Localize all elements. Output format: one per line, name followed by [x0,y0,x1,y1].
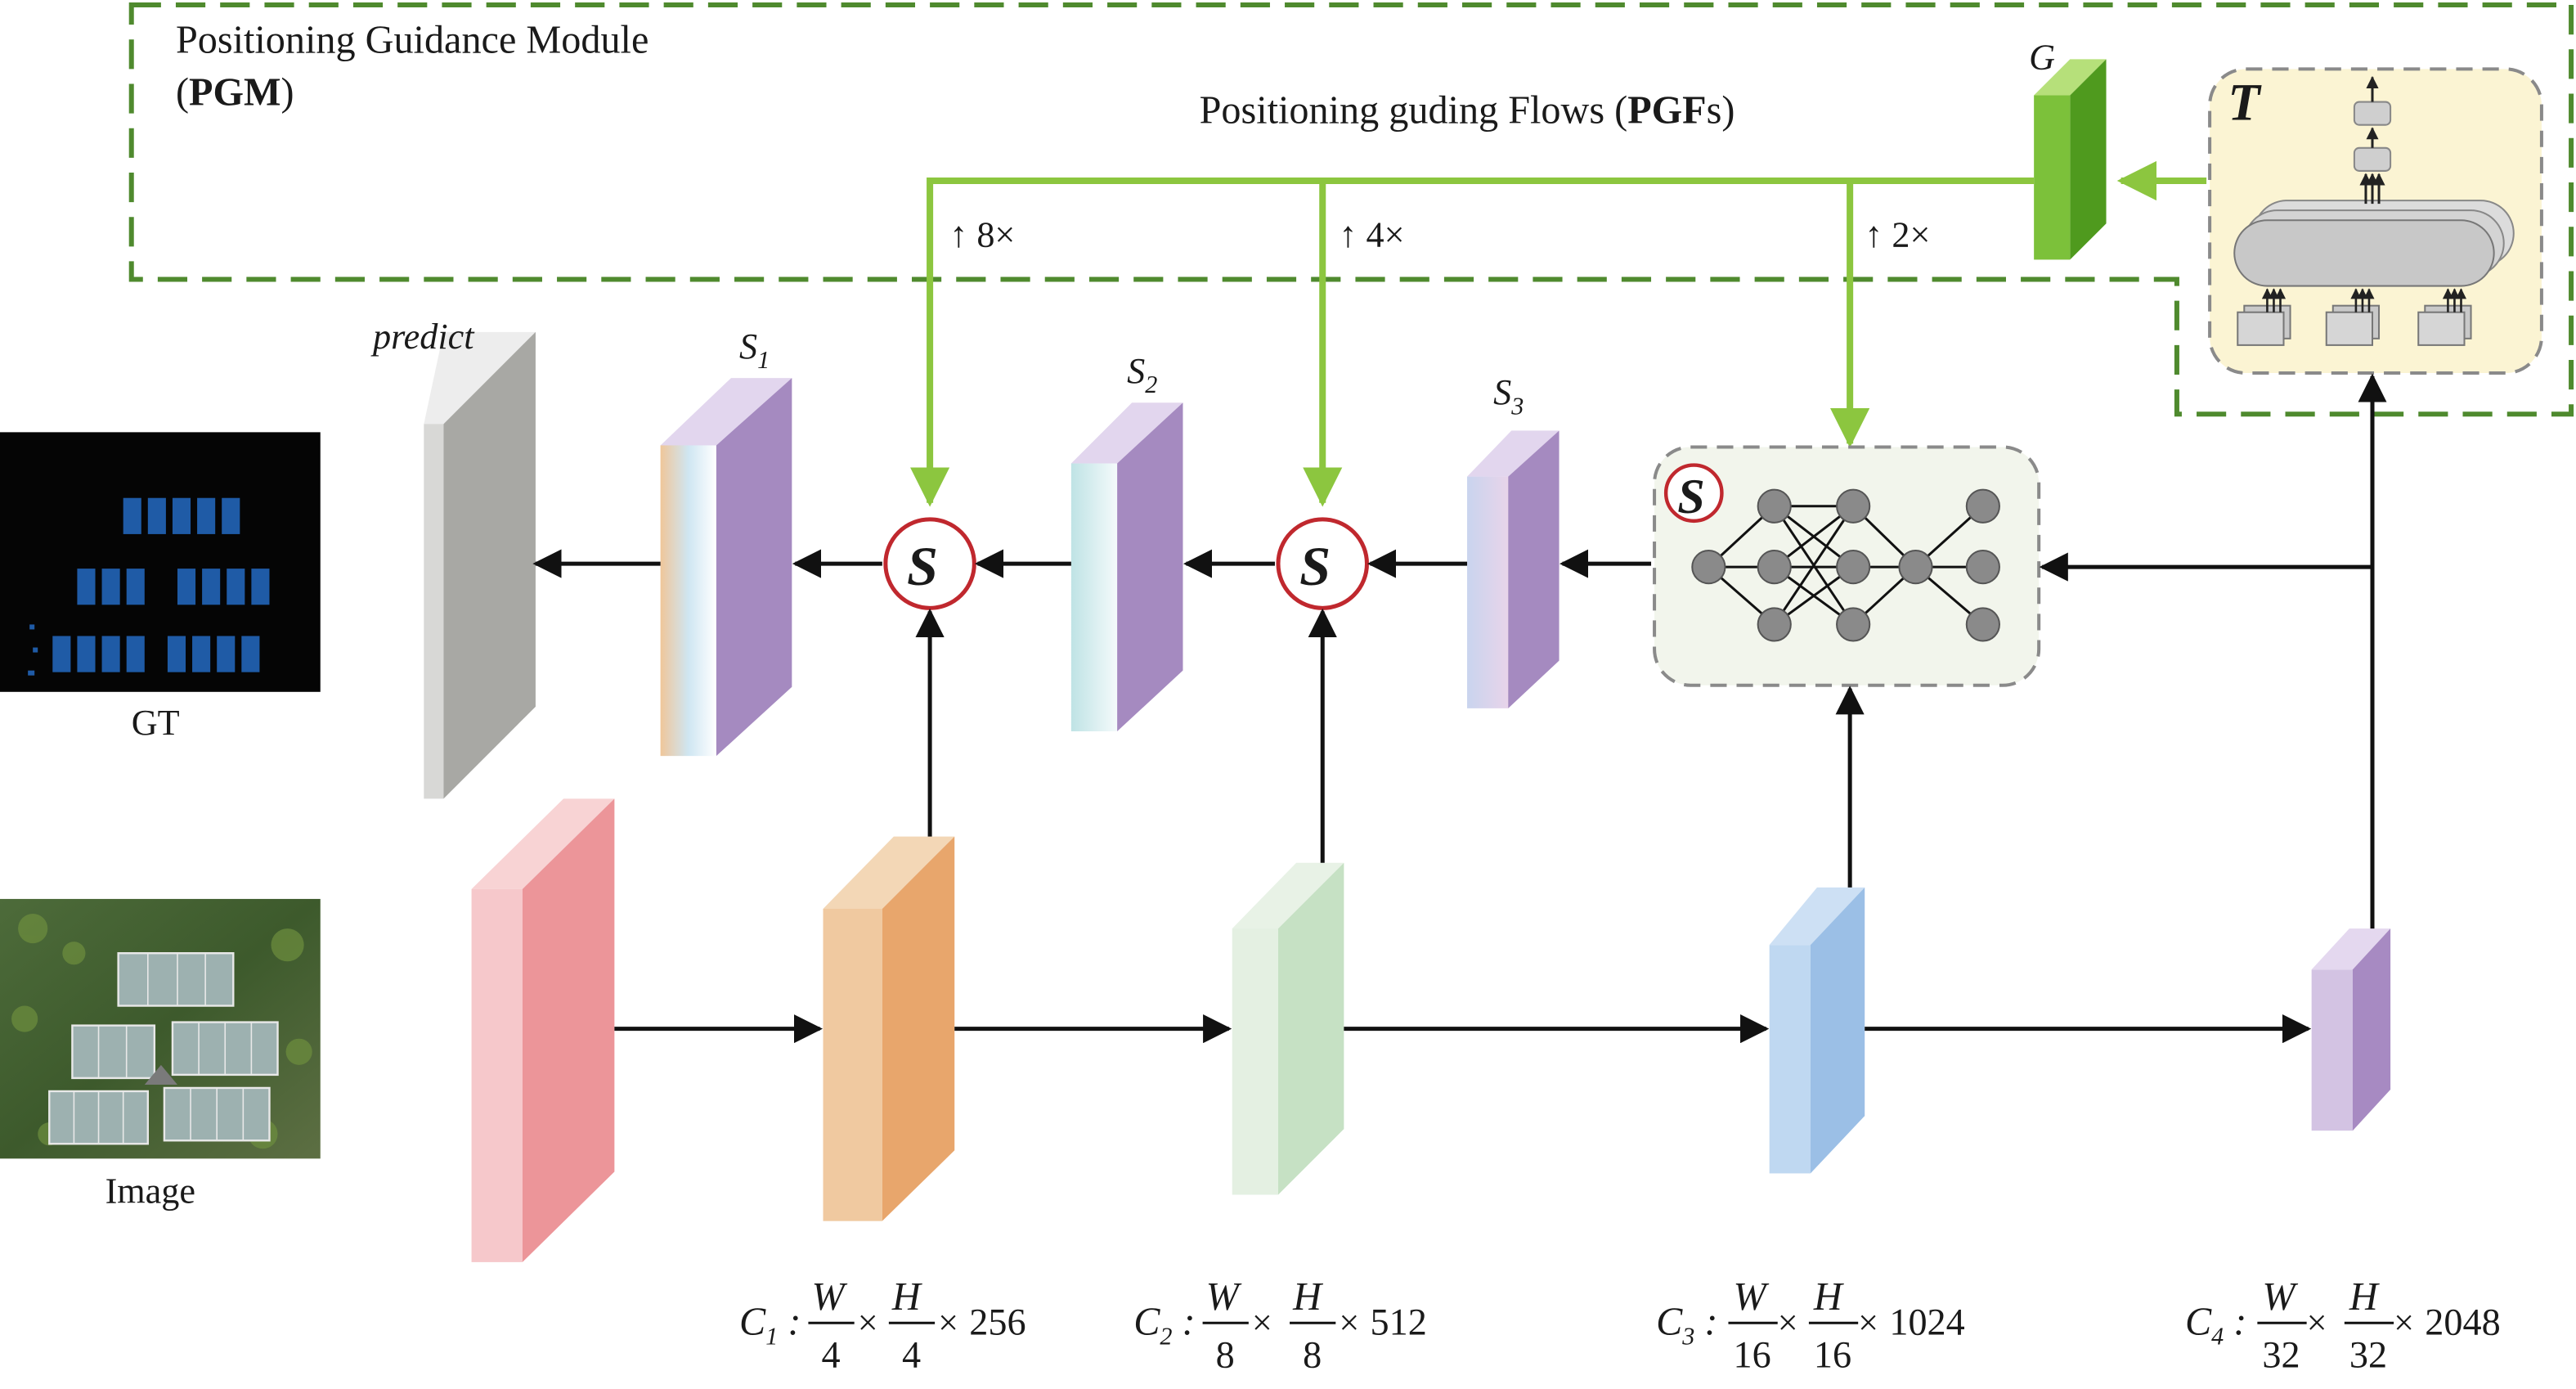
pgm-abbr-text: PGM [189,71,280,115]
svg-text:W: W [1206,1275,1242,1319]
svg-text:4: 4 [902,1333,921,1375]
pgf-flows [909,160,2207,507]
svg-text:8: 8 [1216,1333,1235,1375]
predict-block [424,331,536,799]
svg-text:H: H [2349,1275,2380,1319]
pgf-prefix: Positioning guding Flows ( [1200,89,1628,133]
svg-text:×: × [2307,1302,2327,1342]
pgf-abbr: PGF [1627,89,1706,133]
svg-text:W: W [1733,1275,1769,1319]
upsample-2x: ↑ 2× [1865,214,1930,254]
fusion-node-1: S [883,517,976,610]
svg-text:H: H [1292,1275,1323,1319]
svg-text:×: × [1339,1302,1359,1342]
transformer-label: T [2228,74,2262,132]
svg-text:32: 32 [2262,1333,2300,1375]
fusion-node-2: S [1276,517,1369,610]
svg-text:C1 :: C1 : [739,1300,801,1350]
side-map-s2 [1070,402,1183,732]
stage-c3-label: C3 : W 16 × H 16 × 1024 [1656,1275,1965,1375]
side-map-s1 [660,378,792,757]
side-map-s2-label: S2 [1127,351,1157,398]
input-feature-block [471,798,615,1262]
pgm-abbr: (PGM) [176,71,294,115]
side-map-s3-label: S3 [1493,372,1524,420]
stage-c3-block [1769,887,1865,1174]
svg-text:512: 512 [1371,1301,1427,1342]
gt-label: GT [132,703,180,743]
svg-text:W: W [2262,1275,2298,1319]
svg-text:C2 :: C2 : [1133,1300,1195,1350]
upsample-4x: ↑ 4× [1339,214,1404,254]
svg-text:×: × [938,1302,958,1342]
svg-text:C3 :: C3 : [1656,1300,1717,1350]
image-label: Image [105,1171,195,1211]
svg-text:H: H [1813,1275,1844,1319]
transformer-internals [2233,75,2515,346]
g-label: G [2029,37,2055,77]
pgf-suffix: s) [1707,89,1735,133]
svg-text:W: W [811,1275,847,1319]
g-feature-block [2034,59,2107,260]
pgf-label: Positioning guding Flows (PGFs) [1200,89,1735,133]
stage-c4-block [2311,928,2391,1131]
input-aerial-image [0,898,321,1159]
svg-text:×: × [1252,1302,1272,1342]
svg-text:×: × [1778,1302,1798,1342]
svg-text:×: × [1858,1302,1878,1342]
svg-text:S: S [907,535,938,597]
stage-c4-label: C4 : W 32 × H 32 × 2048 [2185,1275,2501,1375]
stage-c1-block [823,836,955,1221]
side-map-s3 [1467,430,1560,708]
side-map-s1-label: S1 [739,326,770,374]
stage-c2-block [1232,862,1344,1195]
svg-text:H: H [891,1275,922,1319]
s-network-badge: S [1663,463,1724,524]
svg-text:16: 16 [1733,1333,1770,1375]
svg-text:S: S [1299,535,1331,597]
token-patches [2237,288,2472,346]
stage-c1-label: C1 : W 4 × H 4 × 256 [739,1275,1026,1375]
svg-text:S: S [1677,470,1705,524]
svg-text:256: 256 [969,1301,1025,1342]
svg-text:1024: 1024 [1889,1301,1964,1342]
svg-text:16: 16 [1814,1333,1851,1375]
upsample-8x: ↑ 8× [949,214,1015,254]
pgm-title: Positioning Guidance Module [176,18,648,61]
svg-text:×: × [2394,1302,2414,1342]
forward-arrows [532,373,2387,1044]
stage-c2-label: C2 : W 8 × H 8 × 512 [1133,1275,1427,1375]
pgm-region-border [128,2,2574,417]
svg-text:C4 :: C4 : [2185,1300,2246,1350]
svg-text:32: 32 [2349,1333,2387,1375]
svg-text:4: 4 [822,1333,841,1375]
svg-text:2048: 2048 [2425,1301,2500,1342]
predict-label: predict [370,317,475,357]
gt-mask-image [0,432,321,692]
svg-text:×: × [858,1302,878,1342]
s-network-nodes [1691,488,2000,642]
svg-text:8: 8 [1303,1333,1322,1375]
